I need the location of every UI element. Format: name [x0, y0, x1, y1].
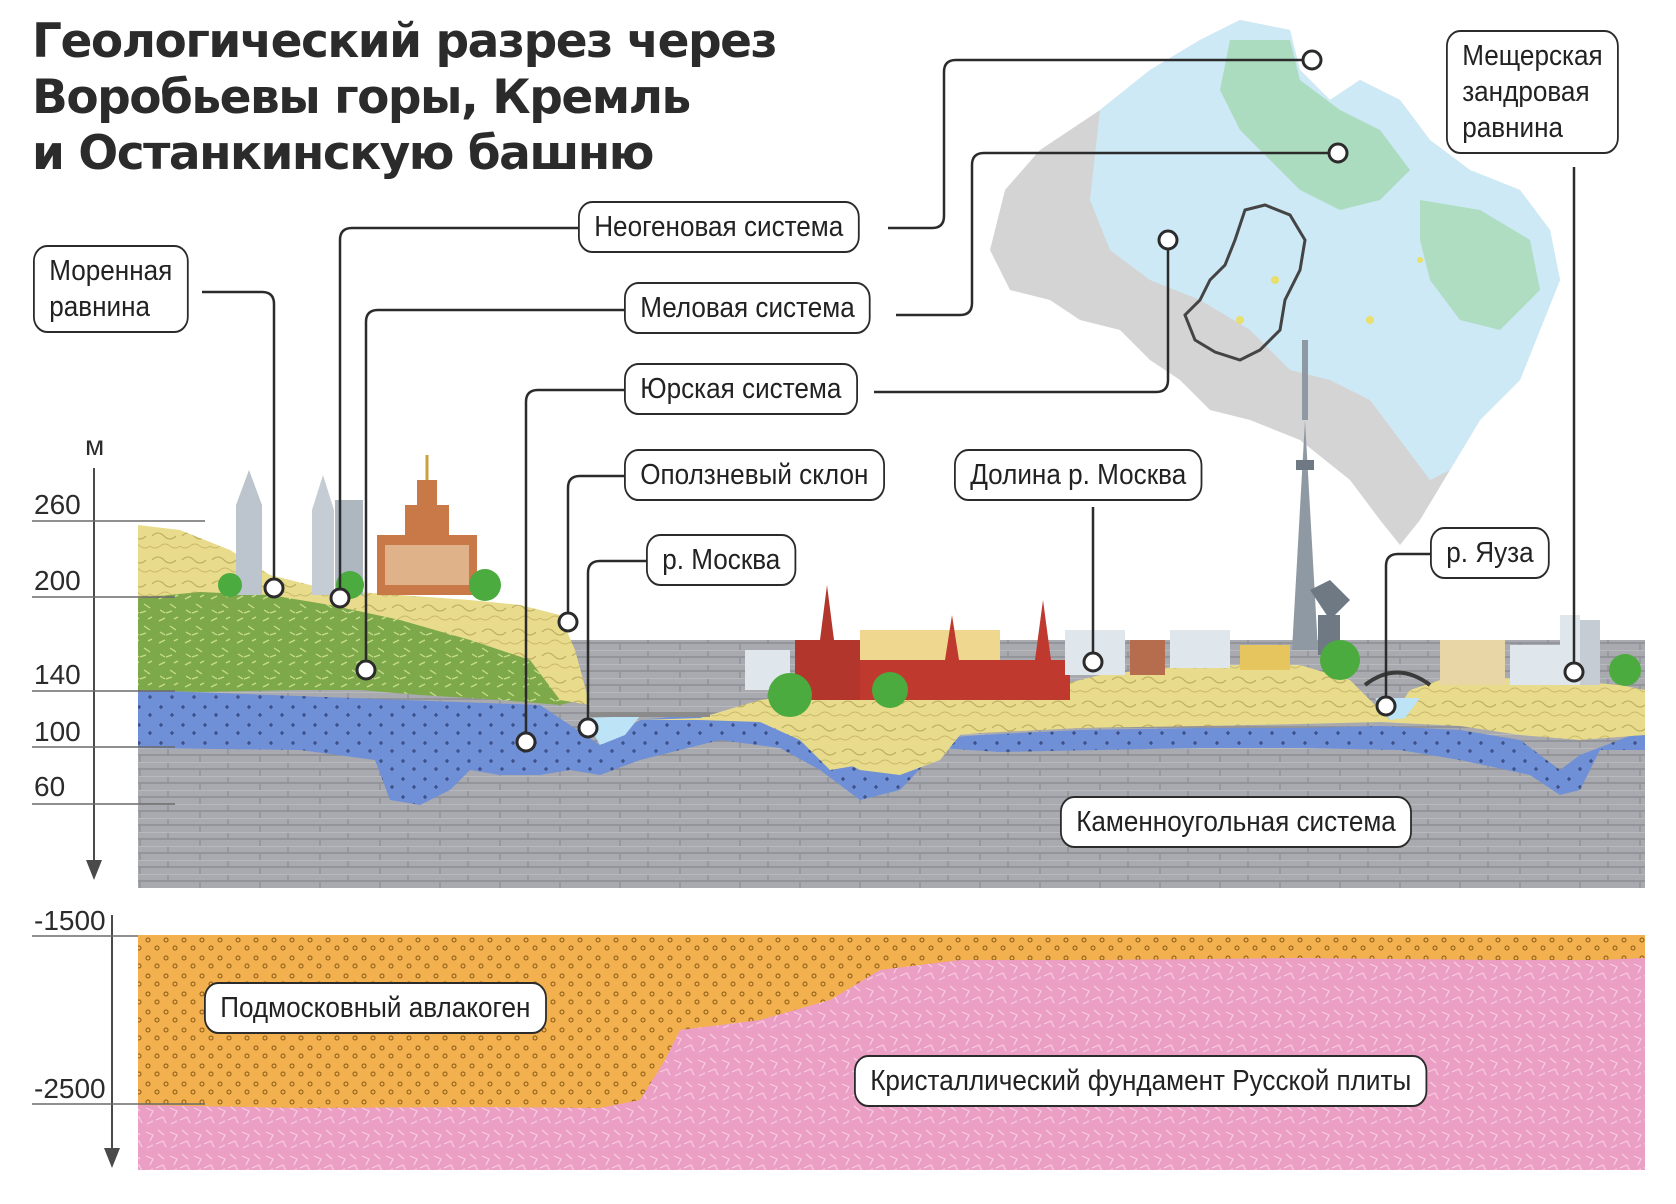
marker-morennaya	[263, 577, 285, 599]
upper-axis: м 260 200 140 100 60	[32, 430, 205, 880]
title-line-1: Геологический разрез через	[32, 14, 778, 69]
neogene-layer	[138, 590, 580, 705]
map-green-area-2	[1420, 200, 1540, 330]
marker-opolznevy	[557, 611, 579, 633]
label-r-moskva: р. Москва	[646, 534, 797, 586]
leader-melovaya-map	[896, 151, 1338, 317]
lower-section	[138, 935, 1645, 1170]
marker-neogen	[329, 587, 351, 609]
label-yurskaya-sistema: Юрская система	[624, 363, 858, 415]
leader-neogen	[338, 226, 578, 598]
skyline	[218, 340, 1641, 717]
marker-map-neogen	[1301, 49, 1323, 71]
lower-tick-1500: -1500	[34, 905, 106, 936]
map-green-area	[1220, 40, 1410, 210]
upper-tick-140: 140	[34, 659, 81, 690]
yauza-bridge	[1363, 670, 1432, 687]
upper-tick-60: 60	[34, 771, 65, 802]
msu-building	[377, 455, 477, 595]
title-line-2: Воробьевы горы, Кремль	[32, 70, 691, 125]
upper-axis-unit: м	[85, 430, 104, 461]
leader-melovaya	[364, 308, 624, 670]
title-line-3: и Останкинскую башню	[32, 126, 654, 181]
label-opolznevy-sklon: Оползневый склон	[624, 449, 885, 501]
label-morennaya-line-1: Моренная	[49, 255, 173, 287]
label-meshcherskaya-line-1: Мещерская	[1462, 40, 1603, 72]
lower-axis: -1500 -2500	[32, 905, 205, 1168]
leader-r-moskva	[586, 559, 646, 728]
label-kamennougolnaya-sistema: Каменноугольная система	[1060, 796, 1413, 848]
marker-yurskaya	[515, 731, 537, 753]
map-blue-area	[1090, 20, 1560, 480]
marker-meshcherskaya	[1563, 661, 1585, 683]
moscow-city-boundary	[1183, 203, 1307, 362]
marker-map-melovaya	[1327, 142, 1349, 164]
marker-r-moskva	[577, 717, 599, 739]
cretaceous-layer	[138, 690, 1645, 805]
marker-r-yauza	[1375, 695, 1397, 717]
leader-opolznevy	[566, 474, 624, 622]
label-meshcherskaya-line-3: равнина	[1462, 112, 1564, 144]
label-morennaya-ravnina: Моренная равнина	[33, 245, 189, 333]
upper-tick-200: 200	[34, 565, 81, 596]
leader-yurskaya-map	[874, 240, 1170, 394]
label-podmoskovny-avlakogen: Подмосковный авлакоген	[204, 982, 547, 1034]
river-moskva	[585, 716, 640, 745]
leader-markers	[263, 49, 1585, 753]
upper-tick-100: 100	[34, 716, 81, 747]
leader-yurskaya	[524, 388, 624, 742]
label-morennaya-line-2: равнина	[49, 291, 151, 323]
page-title: Геологический разрез через Воробьевы гор…	[32, 14, 852, 182]
ostankino-tower	[1292, 340, 1318, 650]
label-meshcherskaya-line-2: зандровая	[1462, 76, 1590, 108]
marker-melovaya	[355, 659, 377, 681]
label-r-yauza: р. Яуза	[1430, 527, 1550, 579]
moscow-city-tower-2	[312, 510, 334, 595]
lower-tick-2500: -2500	[34, 1073, 106, 1104]
upper-tick-260: 260	[34, 489, 81, 520]
label-dolina-r-moskva: Долина р. Москва	[954, 449, 1203, 501]
marker-dolina	[1082, 651, 1104, 673]
label-neogenovaya-sistema: Неогеновая система	[578, 201, 860, 253]
moscow-region-map	[990, 20, 1560, 545]
label-kristallichesky-fundament: Кристаллический фундамент Русской плиты	[854, 1055, 1428, 1107]
leader-morennaya	[202, 290, 276, 588]
leader-r-yauza	[1384, 552, 1430, 706]
moskva-bridge	[590, 712, 710, 717]
marker-map-yurskaya	[1157, 229, 1179, 251]
leader-lines	[202, 58, 1576, 742]
moraine-kremlin-valley	[790, 710, 960, 775]
label-melovaya-sistema: Меловая система	[624, 282, 871, 334]
label-meshcherskaya-ravnina: Мещерская зандровая равнина	[1446, 30, 1619, 154]
leader-neogen-map	[888, 58, 1312, 230]
